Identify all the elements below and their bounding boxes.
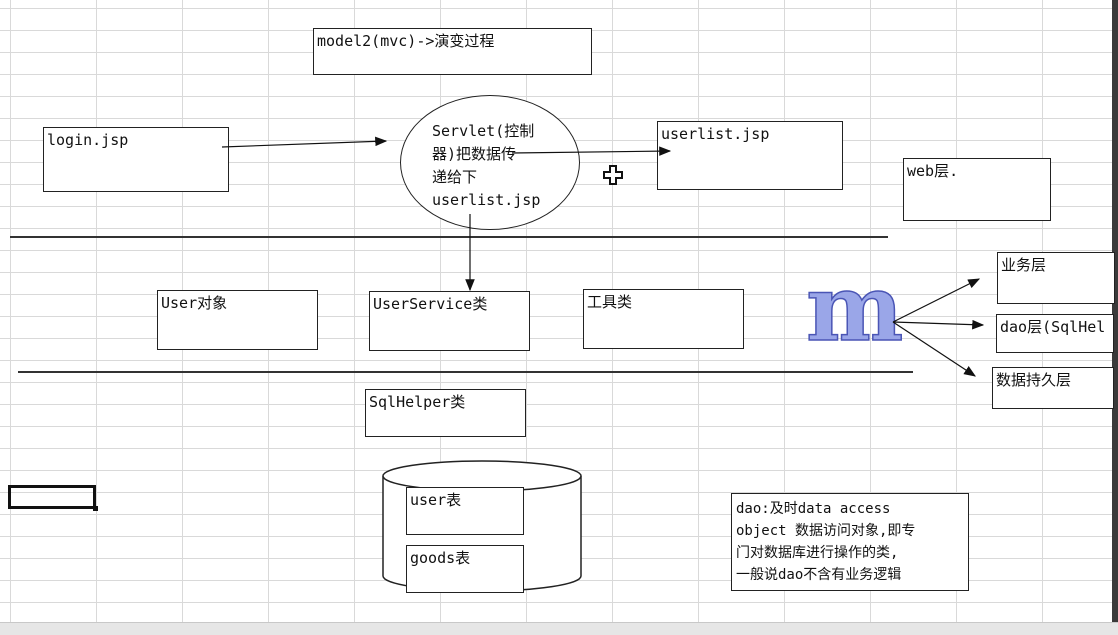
- sheet-bottom-bar: [0, 622, 1118, 635]
- web-layer-divider: [10, 236, 888, 238]
- userservice-box[interactable]: UserService类: [369, 291, 530, 351]
- goods-table-label: goods表: [410, 549, 471, 567]
- tools-box[interactable]: 工具类: [583, 289, 744, 349]
- userlist-jsp-label: userlist.jsp: [661, 125, 770, 143]
- business-layer-label: 业务层: [1001, 256, 1047, 274]
- user-object-label: User对象: [161, 294, 228, 312]
- selected-cell[interactable]: [8, 485, 98, 511]
- servlet-label: Servlet(控制 器)把数据传 递给下 userlist.jsp: [432, 122, 541, 209]
- persistence-layer-label: 数据持久层: [996, 371, 1072, 389]
- userservice-label: UserService类: [373, 295, 488, 313]
- tools-label: 工具类: [587, 293, 633, 311]
- goods-table-box[interactable]: goods表: [406, 545, 524, 593]
- login-jsp-label: login.jsp: [47, 131, 129, 149]
- web-layer-label: web层.: [907, 162, 959, 180]
- title-box[interactable]: model2(mvc)->演变过程: [313, 28, 592, 75]
- userlist-jsp-box[interactable]: userlist.jsp: [657, 121, 843, 190]
- business-layer-box[interactable]: 业务层: [997, 252, 1115, 304]
- m-logo: m: [805, 254, 904, 362]
- fill-handle[interactable]: [93, 506, 98, 511]
- window-right-edge: [1112, 0, 1118, 634]
- user-object-box[interactable]: User对象: [157, 290, 318, 350]
- dao-note-box[interactable]: dao:及时data access object 数据访问对象,即专 门对数据库…: [731, 493, 969, 591]
- sqlhelper-label: SqlHelper类: [369, 393, 466, 411]
- servlet-ellipse[interactable]: [400, 95, 580, 230]
- move-cursor-icon: [603, 165, 623, 185]
- sqlhelper-box[interactable]: SqlHelper类: [365, 389, 526, 437]
- web-layer-box[interactable]: web层.: [903, 158, 1051, 221]
- user-table-box[interactable]: user表: [406, 487, 524, 535]
- persistence-layer-box[interactable]: 数据持久层: [992, 367, 1114, 409]
- dao-layer-box[interactable]: dao层(SqlHel: [996, 314, 1114, 353]
- dao-layer-label: dao层(SqlHel: [1000, 318, 1106, 336]
- title-text: model2(mvc)->演变过程: [317, 32, 495, 50]
- login-jsp-box[interactable]: login.jsp: [43, 127, 229, 192]
- business-layer-divider: [18, 371, 913, 373]
- user-table-label: user表: [410, 491, 462, 509]
